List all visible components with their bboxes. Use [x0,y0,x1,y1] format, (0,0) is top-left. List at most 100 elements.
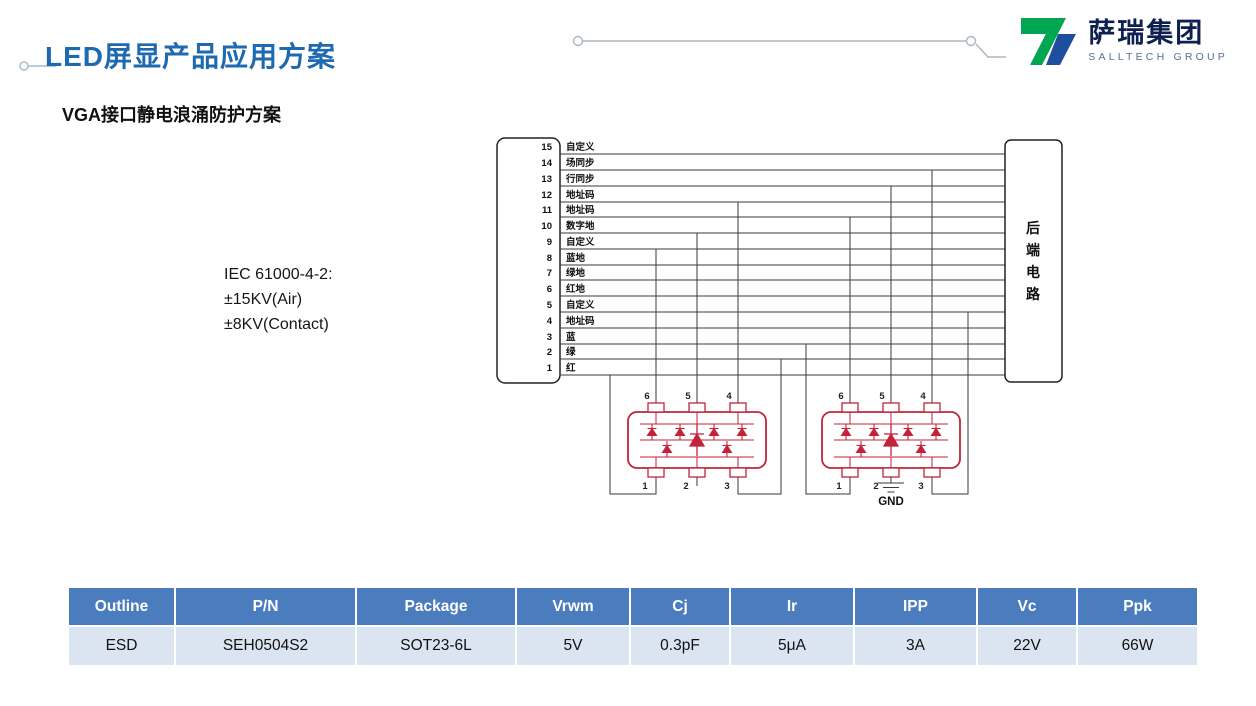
svg-text:路: 路 [1026,286,1041,302]
svg-text:1: 1 [642,481,648,492]
table-header-row: Outline P/N Package Vrwm Cj Ir IPP Vc Pp… [67,586,1199,627]
gnd-label: GND [878,496,904,508]
svg-text:地址码: 地址码 [566,204,595,216]
col-header-package: Package [355,586,517,627]
pin-row: 15 自定义 [541,141,1005,155]
salltech-logo-icon [1021,18,1077,65]
section-title: VGA接口静电浪涌防护方案 [62,104,282,125]
pin-row: 11 地址码 [542,204,1005,218]
svg-text:3: 3 [724,481,729,492]
esd-spec-table: Outline P/N Package Vrwm Cj Ir IPP Vc Pp… [67,586,1199,667]
esd-diode-array [834,412,948,468]
svg-text:场同步: 场同步 [566,157,595,169]
iec-line: IEC 61000-4-2: [224,266,333,283]
svg-text:10: 10 [541,221,552,232]
svg-text:地址码: 地址码 [566,189,595,201]
logo-company-subtitle: SALLTECH GROUP [1088,50,1228,63]
svg-text:4: 4 [547,316,553,327]
svg-text:端: 端 [1026,242,1040,258]
backend-circuit-box: 后 端 电 路 [1004,139,1063,383]
svg-text:行同步: 行同步 [565,173,595,185]
svg-text:4: 4 [920,391,926,402]
cell-cj: 0.3pF [629,625,731,667]
col-header-vrwm: Vrwm [515,586,631,627]
pin-row: 14 场同步 [541,157,1005,171]
cell-pn: SEH0504S2 [174,625,357,667]
svg-text:自定义: 自定义 [566,141,595,153]
svg-text:绿地: 绿地 [566,267,586,279]
vga-connector-box [496,137,561,384]
svg-text:3: 3 [918,481,923,492]
iec-line: ±8KV(Contact) [224,316,329,333]
svg-text:14: 14 [541,158,552,169]
svg-text:2: 2 [547,347,552,358]
cell-ppk: 66W [1076,625,1199,667]
table-data-row: ESD SEH0504S2 SOT23-6L 5V 0.3pF 5μA 3A 2… [67,625,1199,667]
cell-ipp: 3A [853,625,978,667]
svg-text:6: 6 [838,391,843,402]
header-decoration [19,35,1006,71]
svg-text:9: 9 [547,237,552,248]
col-header-outline: Outline [67,586,176,627]
col-header-pn: P/N [174,586,357,627]
cell-package: SOT23-6L [355,625,517,667]
col-header-ppk: Ppk [1076,586,1199,627]
cell-vrwm: 5V [515,625,631,667]
svg-text:4: 4 [726,391,732,402]
pin-row: 7 绿地 [547,267,1005,281]
svg-text:6: 6 [547,284,552,295]
iec-standard-note: IEC 61000-4-2: ±15KV(Air) ±8KV(Contact) [224,262,333,337]
pin-row: 10 数字地 [541,220,1005,234]
iec-line: ±15KV(Air) [224,291,303,308]
esd-diode-array [640,412,754,468]
cell-ir: 5μA [729,625,855,667]
svg-text:2: 2 [683,481,688,492]
pin-row: 8 蓝地 [547,252,1005,266]
svg-text:8: 8 [547,253,552,264]
svg-text:5: 5 [685,391,691,402]
svg-text:6: 6 [644,391,649,402]
svg-text:红: 红 [566,362,576,374]
logo-company-name: 萨瑞集团 [1088,18,1205,49]
pin-row: 5 自定义 [547,299,1005,313]
svg-text:电: 电 [1026,264,1040,280]
svg-text:红地: 红地 [566,283,586,295]
pin-row: 9 自定义 [547,236,1005,250]
svg-text:3: 3 [547,332,552,343]
svg-text:5: 5 [547,300,553,311]
ground-symbol: GND [878,477,904,508]
logo-text: 萨瑞集团 SALLTECH GROUP [1088,18,1228,63]
svg-text:11: 11 [542,205,553,216]
svg-text:2: 2 [873,481,878,492]
svg-text:15: 15 [541,142,552,153]
svg-text:后: 后 [1026,220,1040,236]
cell-vc: 22V [976,625,1078,667]
pin-row: 13 行同步 [541,173,1005,187]
col-header-ipp: IPP [853,586,978,627]
svg-text:蓝地: 蓝地 [566,252,586,264]
svg-text:12: 12 [541,190,552,201]
col-header-cj: Cj [629,586,731,627]
cell-outline: ESD [67,625,176,667]
spec-table-container: Outline P/N Package Vrwm Cj Ir IPP Vc Pp… [67,586,1199,667]
esd-chip-2: 6 5 4 1 2 3 [821,391,961,492]
esd-connection-wires [609,170,969,495]
pin-row: 6 红地 [547,283,1005,297]
svg-text:自定义: 自定义 [566,299,595,311]
svg-text:数字地: 数字地 [565,220,595,232]
svg-text:7: 7 [547,268,552,279]
svg-text:绿: 绿 [566,346,576,358]
svg-text:自定义: 自定义 [566,236,595,248]
esd-chip-1: 6 5 4 1 2 3 [627,391,767,492]
svg-text:蓝: 蓝 [566,331,576,343]
company-logo: 萨瑞集团 SALLTECH GROUP [1018,14,1228,68]
vga-pin-rows: 15 自定义 14 场同步 13 行同步 12 地址码 11 地址码 10 数字地 9 自定义… [541,141,1005,376]
col-header-ir: Ir [729,586,855,627]
svg-text:13: 13 [541,174,552,185]
